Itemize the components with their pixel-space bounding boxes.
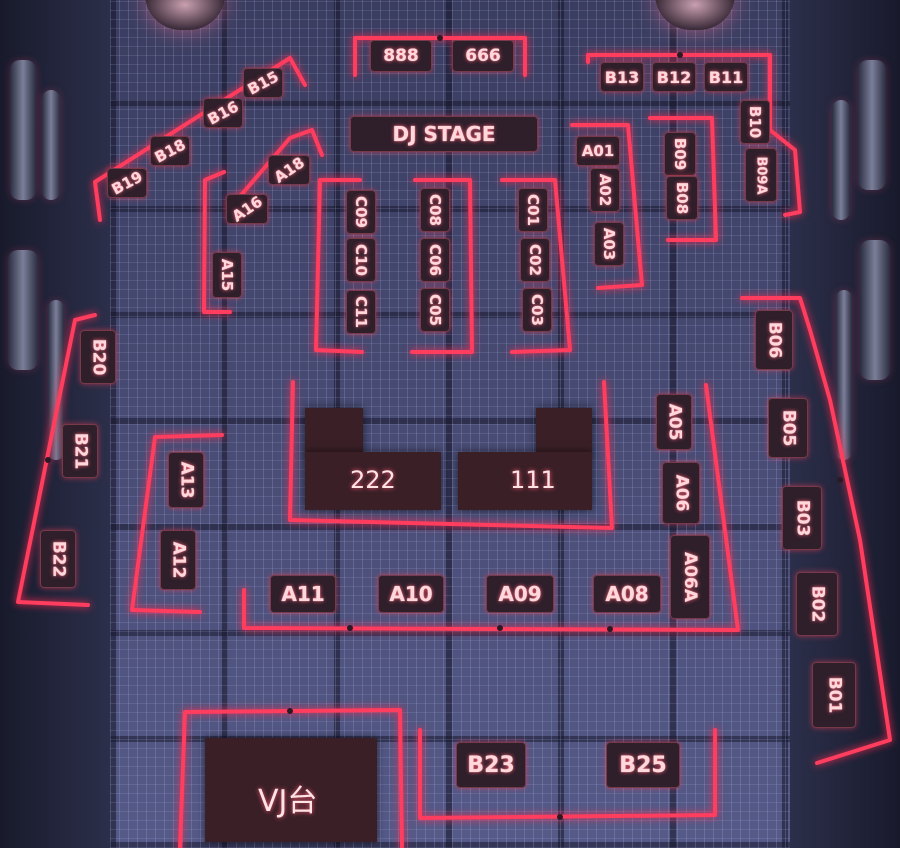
table-b02[interactable]: B02 — [796, 572, 838, 636]
table-666[interactable]: 666 — [452, 40, 514, 72]
table-a16[interactable]: A16 — [226, 192, 268, 226]
vj-booth — [205, 738, 377, 842]
table-b25[interactable]: B25 — [606, 742, 680, 788]
table-b18[interactable]: B18 — [150, 135, 190, 167]
table-b19[interactable]: B19 — [107, 167, 147, 199]
table-222[interactable]: 222 — [350, 466, 396, 494]
table-b09[interactable]: B09 — [664, 132, 696, 176]
table-111[interactable]: 111 — [510, 466, 556, 494]
right-machinery — [790, 0, 900, 848]
table-c06[interactable]: C06 — [420, 238, 450, 282]
vj-label: VJ台 — [258, 784, 318, 819]
table-b03[interactable]: B03 — [782, 486, 822, 550]
table-a18[interactable]: A18 — [268, 153, 310, 187]
table-b21[interactable]: B21 — [62, 424, 98, 478]
table-a11[interactable]: A11 — [270, 575, 336, 613]
table-a05[interactable]: A05 — [656, 394, 692, 450]
table-c05[interactable]: C05 — [420, 288, 450, 332]
table-b13[interactable]: B13 — [600, 62, 644, 92]
table-c10[interactable]: C10 — [346, 238, 376, 282]
table-222-block — [305, 408, 363, 456]
table-b10[interactable]: B10 — [740, 100, 770, 144]
table-b08[interactable]: B08 — [666, 176, 698, 220]
table-b06[interactable]: B06 — [755, 310, 793, 370]
table-c01[interactable]: C01 — [518, 188, 548, 232]
table-111-base — [458, 452, 592, 510]
table-c02[interactable]: C02 — [520, 238, 550, 282]
table-a03[interactable]: A03 — [594, 222, 624, 266]
table-c09[interactable]: C09 — [346, 190, 376, 234]
table-b16[interactable]: B16 — [203, 97, 243, 129]
table-111-block — [536, 408, 592, 456]
table-888[interactable]: 888 — [370, 40, 432, 72]
table-a06a[interactable]: A06A — [670, 535, 710, 619]
table-a15[interactable]: A15 — [212, 252, 242, 298]
dj-stage: DJ STAGE — [350, 116, 538, 152]
table-a01[interactable]: A01 — [576, 136, 620, 166]
table-a12[interactable]: A12 — [160, 530, 196, 590]
table-a02[interactable]: A02 — [590, 168, 620, 212]
table-c03[interactable]: C03 — [522, 288, 552, 332]
table-c08[interactable]: C08 — [420, 188, 450, 232]
table-a13[interactable]: A13 — [168, 452, 204, 508]
table-a09[interactable]: A09 — [486, 575, 554, 613]
table-b15[interactable]: B15 — [243, 67, 283, 99]
table-b09a[interactable]: B09A — [745, 148, 777, 202]
table-b20[interactable]: B20 — [80, 330, 116, 384]
table-a06[interactable]: A06 — [662, 462, 700, 524]
table-b12[interactable]: B12 — [652, 62, 696, 92]
table-b05[interactable]: B05 — [768, 398, 808, 458]
table-b23[interactable]: B23 — [456, 742, 526, 788]
table-b11[interactable]: B11 — [704, 62, 748, 92]
table-a10[interactable]: A10 — [378, 575, 444, 613]
table-b22[interactable]: B22 — [40, 530, 76, 588]
table-a08[interactable]: A08 — [593, 575, 661, 613]
table-b01[interactable]: B01 — [812, 662, 856, 728]
table-c11[interactable]: C11 — [346, 290, 376, 334]
table-222-base — [305, 452, 441, 510]
